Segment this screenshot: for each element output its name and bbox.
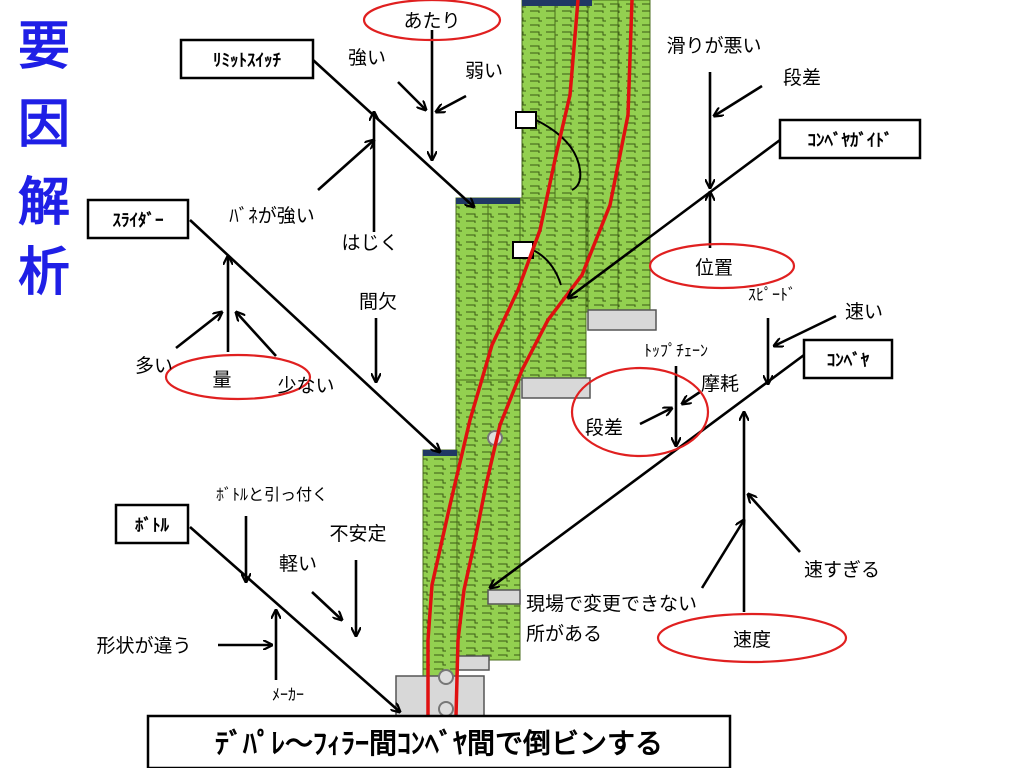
cause-keijou: 形状が違う [96,635,191,657]
bone-conveyor-guide [568,138,781,298]
cause-atari: あたり [403,10,460,32]
arrow-hayasugiru [748,494,801,553]
arrow-tsuyoi [397,81,426,110]
cause-hayai: 速い [845,301,883,323]
cause-maker: ﾒｰｶｰ [272,685,304,704]
cause-mamou: 摩耗 [701,373,739,395]
title-char-1: 要 [18,17,70,77]
highlight-sokudo [656,612,848,664]
category-conveyor: ｺﾝﾍﾞﾔ [802,338,894,380]
effect-box [146,714,732,768]
cause-karui: 軽い [279,553,317,575]
bone-bottle [189,526,400,712]
highlight-ryou [164,353,312,401]
cause-kanketsu: 間欠 [359,291,397,313]
category-conveyor-guide: ｺﾝﾍﾞﾔｶﾞｲﾄﾞ [778,118,922,160]
highlight-ichi [648,242,796,290]
cause-bane: ﾊﾞﾈが強い [229,205,315,227]
vertical-title: 要 因 解 析 [18,17,70,303]
bone-limit-switch [312,59,474,207]
arrow-ooi [175,312,222,350]
title-char-2: 因 [18,95,70,155]
category-slider: ｽﾗｲﾀﾞｰ [86,198,190,240]
slider-label: ｽﾗｲﾀﾞｰ [113,210,164,231]
arrow-yowai [436,94,467,112]
category-bottle: ﾎﾞﾄﾙ [114,503,190,545]
cause-dansa-guide: 段差 [783,67,821,89]
cause-ryou: 量 [212,369,231,391]
effect-text: ﾃﾞﾊﾟﾚ～ﾌｨﾗｰ間ｺﾝﾍﾞﾔ間で倒ビンする [215,727,663,760]
cause-hikkatsuku: ﾎﾞﾄﾙと引っ付く [216,485,328,504]
arrow-genba [700,520,744,589]
arrow-sukunai [236,312,277,357]
cause-dansa-chain: 段差 [585,417,623,439]
limit-switch-label: ﾘﾐｯﾄｽｲｯﾁ [213,51,281,71]
conveyor-guide-label: ｺﾝﾍﾞﾔｶﾞｲﾄﾞ [808,130,893,151]
cause-hayasugiru: 速すぎる [804,559,880,581]
bottle-label: ﾎﾞﾄﾙ [135,515,169,536]
highlight-top-chain [570,366,710,458]
arrow-bane [317,140,374,191]
conveyor-label: ｺﾝﾍﾞﾔ [827,350,870,371]
cause-suberi: 滑りが悪い [666,35,761,57]
bone-conveyor [490,353,805,588]
arrow-hayai [774,314,837,346]
cause-yowai: 弱い [465,60,503,82]
cause-genba-1: 現場で変更できない [526,593,697,615]
arrow-dansa-guide [714,84,763,116]
title-char-3: 解 [18,173,70,233]
cause-ooi: 多い [135,355,173,377]
arrow-mamou [682,390,701,404]
cause-fuantei: 不安定 [329,523,386,545]
arrow-karui [311,591,342,620]
cause-top-chain: ﾄｯﾌﾟﾁｪｰﾝ [644,341,708,360]
cause-ichi: 位置 [695,257,733,279]
cause-tsuyoi: 強い [348,47,386,69]
title-char-4: 析 [18,243,70,303]
highlight-atari [362,0,502,42]
cause-sokudo: 速度 [733,629,771,651]
cause-speed: ｽﾋﾟｰﾄﾞ [748,285,796,304]
cause-genba-2: 所がある [526,623,602,645]
category-limit-switch: ﾘﾐｯﾄｽｲｯﾁ [179,38,315,80]
cause-sukunai: 少ない [277,375,334,397]
cause-hajiku: はじく [341,232,398,254]
arrow-dansa-chain [639,408,672,426]
conveyor-illustration [395,0,657,719]
